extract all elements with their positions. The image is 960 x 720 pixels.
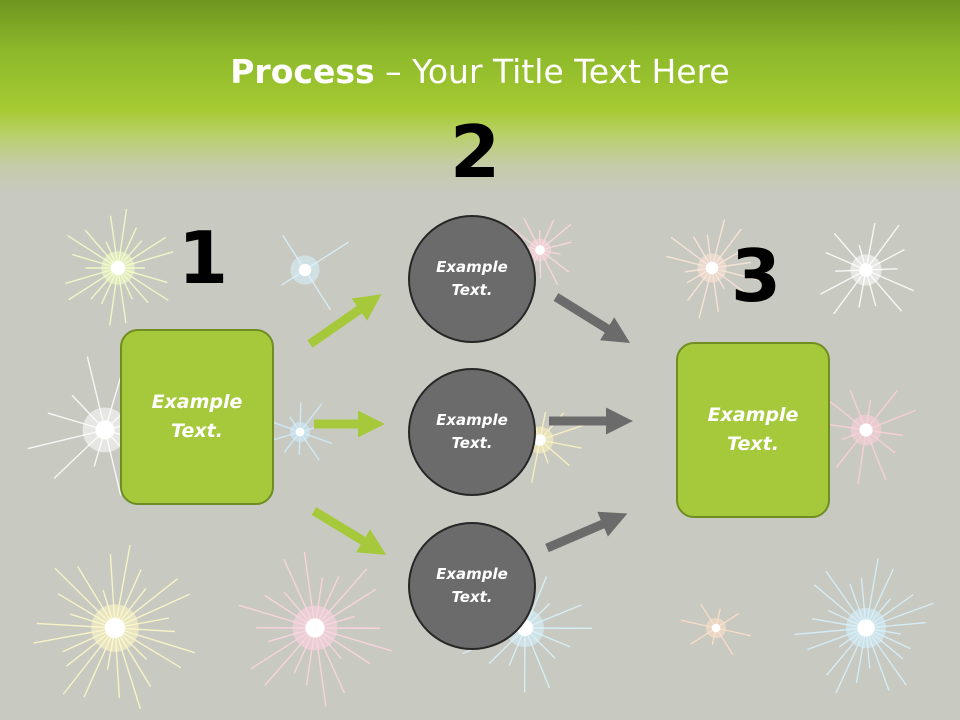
sparkle xyxy=(281,234,350,311)
title-rest: – Your Title Text Here xyxy=(374,52,730,91)
sparkle xyxy=(666,219,763,319)
circle-1[interactable]: Example Text. xyxy=(408,215,536,343)
arrow-to-circle-1 xyxy=(307,294,382,348)
circle-3-text: Example Text. xyxy=(436,565,508,606)
sparkle xyxy=(680,603,752,656)
arrow-from-circle-3 xyxy=(545,511,628,553)
sparkle xyxy=(820,222,914,315)
step-1-text: Example Text. xyxy=(151,391,243,442)
arrow-to-circle-3 xyxy=(311,507,387,555)
step-3-text: Example Text. xyxy=(707,404,799,455)
step-number-2: 2 xyxy=(450,110,501,194)
step-1-box[interactable]: Example Text. xyxy=(120,329,274,505)
step-number-3: 3 xyxy=(731,234,782,318)
slide-title[interactable]: Process – Your Title Text Here xyxy=(0,52,960,91)
arrow-from-circle-1 xyxy=(553,293,631,343)
sparkle xyxy=(819,389,917,485)
circle-3[interactable]: Example Text. xyxy=(408,522,536,650)
circle-2[interactable]: Example Text. xyxy=(408,368,536,496)
circle-1-text: Example Text. xyxy=(436,258,508,299)
sparkle xyxy=(265,402,333,461)
circle-2-text: Example Text. xyxy=(436,411,508,452)
sparkle xyxy=(794,558,934,694)
sparkle xyxy=(65,208,174,326)
title-bold: Process xyxy=(230,52,375,91)
sparkle xyxy=(33,544,196,710)
sparkle xyxy=(238,551,392,707)
step-number-1: 1 xyxy=(178,216,229,300)
sparkle xyxy=(508,217,572,286)
step-3-box[interactable]: Example Text. xyxy=(676,342,830,518)
